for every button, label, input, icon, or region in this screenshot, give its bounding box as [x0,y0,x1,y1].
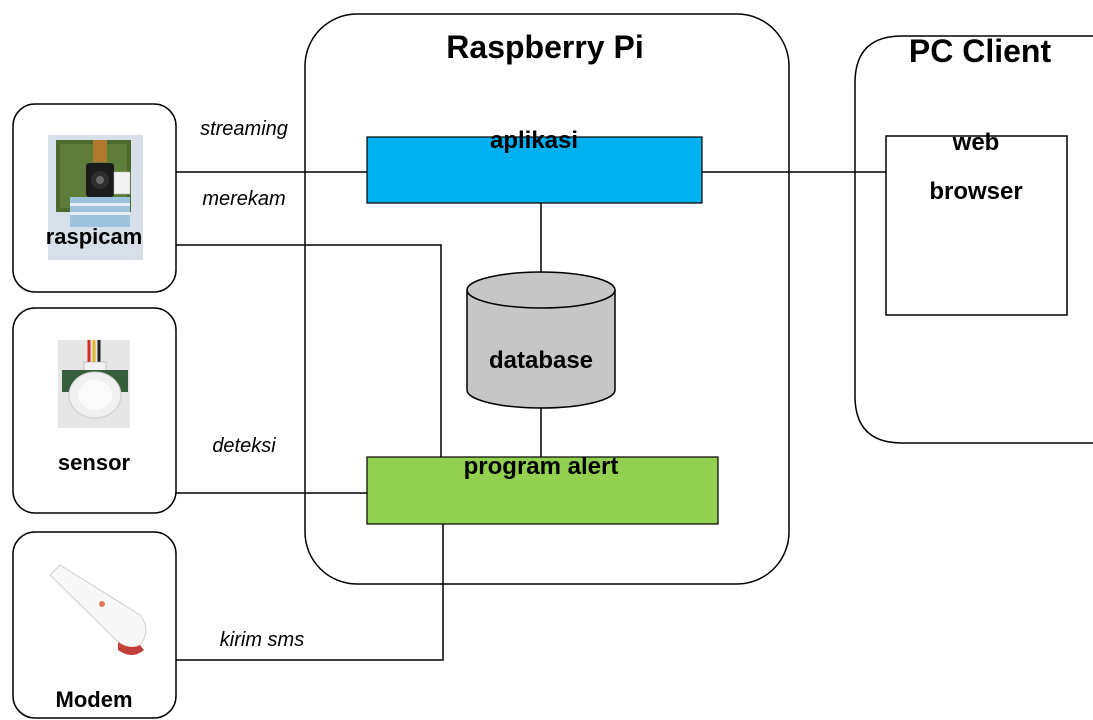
aplikasi-box [366,136,703,204]
deteksi-label: deteksi [212,435,276,457]
program-alert-label: program alert [464,453,619,480]
modem-label: Modem [56,687,133,712]
database-body [466,290,616,409]
pir-sensor-icon [58,340,130,428]
program-alert-box [366,456,719,525]
pc-client-title: PC Client [909,33,1052,69]
streaming-label: streaming [200,118,288,140]
line-merekam [176,244,442,457]
database-top [466,271,616,309]
aplikasi-label: aplikasi [490,127,578,154]
line-kirim-sms [176,524,444,661]
raspberry-pi-container [304,13,790,585]
usb-modem-icon [49,564,147,655]
merekam-label: merekam [202,188,285,210]
raspicam-label: raspicam [46,224,143,249]
database-label: database [489,347,593,374]
sensor-label: sensor [58,450,131,475]
connection-lines [176,171,886,661]
pc-client-container [854,35,1093,444]
raspberry-pi-title: Raspberry Pi [446,29,643,65]
web-browser-label: web [952,129,1000,156]
web-browser-label: browser [929,178,1022,205]
database-cylinder: database [466,271,616,409]
web-browser-box [885,135,1068,316]
camera-module-icon [48,135,143,260]
kirim-sms-label: kirim sms [220,629,304,651]
